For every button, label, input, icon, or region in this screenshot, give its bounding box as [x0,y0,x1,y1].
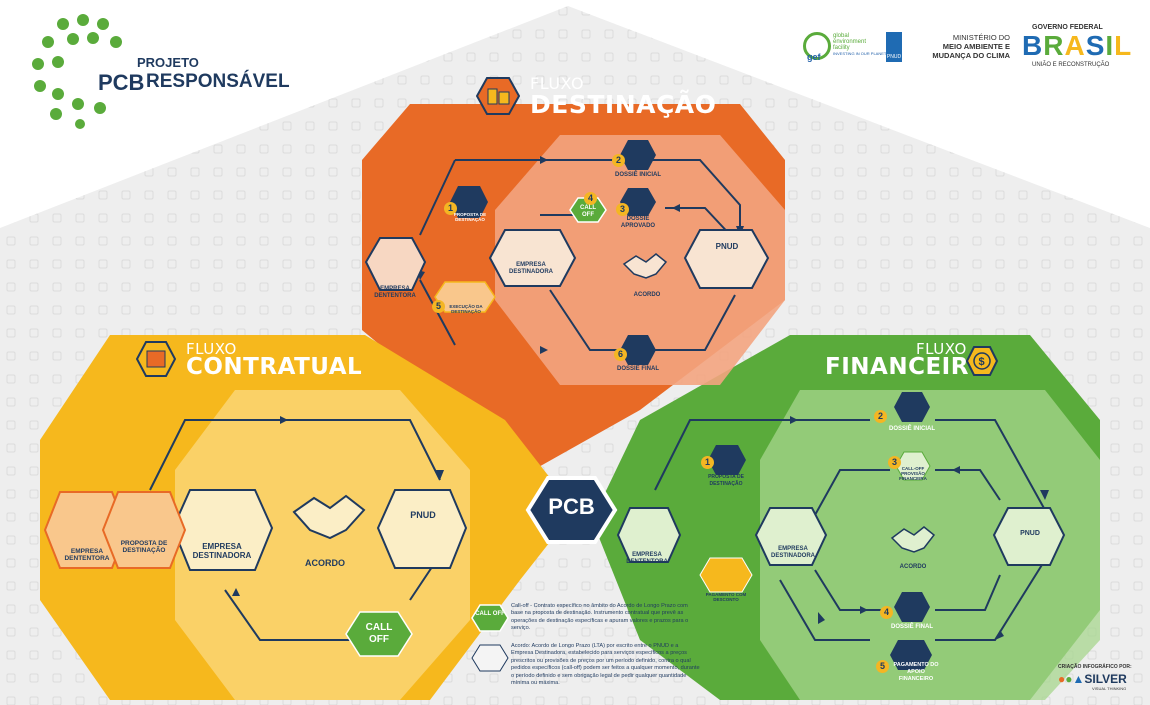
ministry-logo: MINISTÉRIO DO MEIO AMBIENTE E MUDANÇA DO… [932,33,1010,60]
destinacao-title: DESTINAÇÃO [530,90,717,119]
svg-text:$: $ [979,356,985,368]
pcb-molecule-logo [32,14,122,129]
contratual-empresa-destinadora: EMPRESA DESTINADORA [192,542,252,560]
step-number: 2 [612,154,625,167]
credit-sub: VISUAL THINKING [1092,686,1127,691]
destinacao-dossie-inicial: DOSSIÊ INICIAL [614,172,661,178]
destinacao-acordo: ACORDO [633,292,661,298]
gov-logo-top: GOVERNO FEDERAL [1032,24,1103,31]
financeiro-handshake-icon [890,526,936,553]
pcb-center-label: PCB [548,494,595,519]
pnud-logo-icon [886,32,902,62]
destinacao-empresa-destinadora: EMPRESA DESTINADORA [508,262,553,275]
financeiro-icon: $ [965,345,999,377]
destinacao-pnud: PNUD [715,242,739,251]
step-number: 6 [614,348,627,361]
destinacao-icon [475,76,521,116]
financeiro-pagamento-desconto: PAGAMENTO COM DESCONTO [705,592,747,602]
logo-pcb-label: PCB [98,70,145,95]
step-number: 3 [616,203,629,216]
step-number: 4 [880,606,893,619]
gov-logo-sub: UNIÃO E RECONSTRUÇÃO [1032,62,1110,68]
pnud-logo-label: PNUD [886,54,902,60]
destinacao-calloff-badge: CALL OFF [580,205,596,218]
step-number: 3 [888,456,901,469]
step-number: 1 [444,202,457,215]
destinacao-proposta: PROPOSTA DE DESTINAÇÃO [453,212,487,222]
destinacao-dossie-final: DOSSIÊ FINAL [616,366,659,372]
destinacao-empresa-detentora: EMPRESA DENTENTORA [374,286,416,299]
gef-logo-icon [803,32,831,60]
contratual-proposta: PROPOSTA DE DESTINAÇÃO [120,540,168,554]
contratual-pnud: PNUD [410,510,436,520]
gef-logo-label: gef [807,52,821,62]
financeiro-title-small: FLUXO [916,340,967,358]
destinacao-dossie-aprovado: DOSSIÊ APROVADO [620,216,656,229]
logo-projeto-label: PROJETO [137,55,199,70]
financeiro-proposta: PROPOSTA DE DESTINAÇÃO [708,474,744,487]
step-number: 2 [874,410,887,423]
financeiro-empresa-detentora: EMPRESA DENTENTORA [626,552,668,565]
contratual-acordo: ACORDO [305,558,345,568]
financeiro-dossie-final: DOSSIÊ FINAL [890,624,933,630]
credit-brand: ●●▲SILVER [1058,672,1127,686]
destinacao-handshake-icon [622,253,668,279]
credit-label: CRIAÇÃO INFOGRÁFICO POR: [1058,664,1132,670]
logo-responsavel-label: RESPONSÁVEL [146,71,290,92]
contratual-title-small: FLUXO [186,340,237,358]
step-number: 4 [584,192,597,205]
destinacao-title-small: FLUXO [530,74,585,93]
legend-calloff-badge: CALL OFF [475,611,505,617]
contratual-handshake-icon [292,494,366,540]
financeiro-dossie-inicial: DOSSIÊ INICIAL [888,426,935,432]
contratual-calloff-badge: CALL OFF [365,622,393,645]
step-number: 5 [876,660,889,673]
legend-calloff-text: Call-off - Contrato específico no âmbito… [511,603,689,632]
financeiro-pnud: PNUD [1020,530,1040,537]
gov-logo-brasil: BRASIL [1022,30,1133,61]
financeiro-calloff-provisao: CALL-OFF PROVISÃO FINANCEIRA [899,466,927,481]
financeiro-pagamento-apoio: PAGAMENTO DO APOIO FINANCEIRO [893,662,939,682]
financeiro-empresa-destinadora: EMPRESA DESTINADORA [770,546,815,559]
destinacao-execucao: EXECUÇÃO DA DESTINAÇÃO [449,304,483,314]
legend-acordo-text: Acordo: Acordo de Longo Prazo (LTA) por … [511,643,700,687]
financeiro-title: FINANCEIRO [825,354,989,380]
financeiro-acordo: ACORDO [899,564,927,570]
step-number: 5 [432,300,445,313]
contratual-empresa-detentora: EMPRESA DENTENTORA [64,548,110,562]
contratual-title: CONTRATUAL [186,354,363,380]
step-number: 1 [701,456,714,469]
contratual-icon [135,340,177,378]
